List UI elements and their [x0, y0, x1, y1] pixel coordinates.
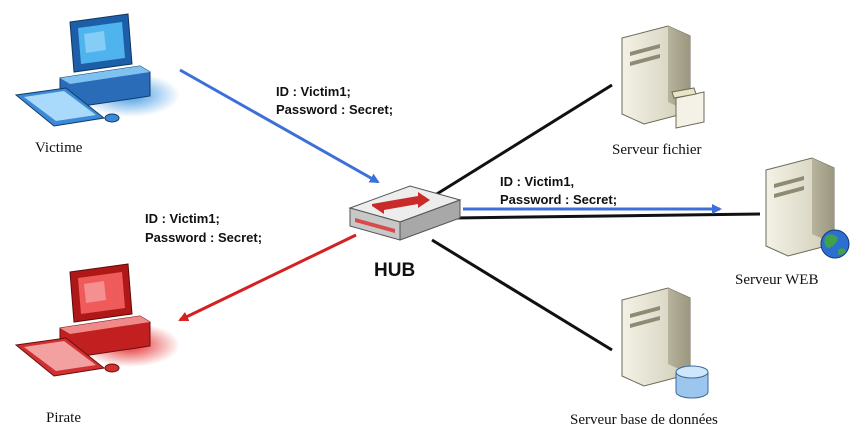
- web-server-icon: [765, 157, 850, 259]
- victim-message: ID : Victim1; Password : Secret;: [276, 84, 393, 117]
- web-message-password: Password : Secret;: [500, 192, 617, 207]
- link-hub-web-server: [454, 212, 761, 220]
- web-server-label: Serveur WEB: [735, 272, 818, 288]
- pirate-computer-icon: [14, 263, 180, 377]
- db-server-label: Serveur base de données: [570, 412, 718, 428]
- victim-to-hub-arrow: [179, 68, 380, 184]
- pirate-message-password: Password : Secret;: [145, 230, 262, 245]
- database-cylinder-icon: [675, 365, 709, 399]
- web-message: ID : Victim1, Password : Secret;: [500, 174, 617, 207]
- victim-label: Victime: [35, 140, 83, 156]
- pirate-message-id: ID : Victim1;: [145, 211, 220, 226]
- pirate-label: Pirate: [46, 410, 81, 426]
- link-hub-db-server: [431, 238, 613, 352]
- web-message-id: ID : Victim1,: [500, 174, 574, 189]
- victim-message-password: Password : Secret;: [276, 102, 393, 117]
- victim-message-id: ID : Victim1;: [276, 84, 351, 99]
- file-server-icon: [621, 25, 705, 129]
- hub-icon: [348, 185, 462, 241]
- hub-to-pirate-arrow: [178, 233, 357, 322]
- pirate-message: ID : Victim1; Password : Secret;: [145, 211, 262, 245]
- file-server-label: Serveur fichier: [612, 142, 702, 158]
- database-server-icon: [621, 287, 709, 399]
- hub-label: HUB: [374, 260, 415, 281]
- network-links: [431, 83, 761, 352]
- victim-computer-icon: [14, 13, 180, 127]
- link-hub-file-server: [431, 83, 613, 199]
